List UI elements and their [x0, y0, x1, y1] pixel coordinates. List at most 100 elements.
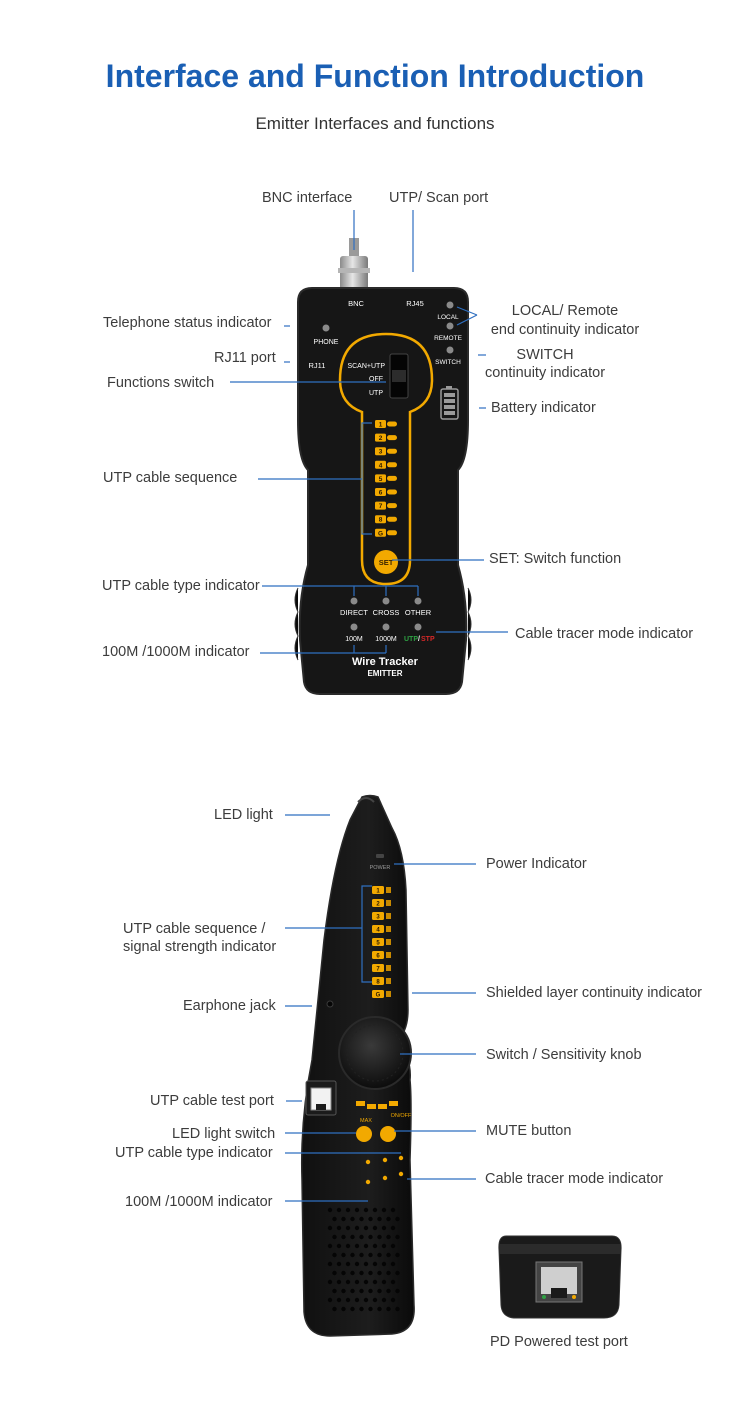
label-switch-1: SWITCH: [516, 347, 574, 363]
label-pd-port: PD Powered test port: [490, 1334, 628, 1350]
bnc-text: BNC: [348, 299, 364, 308]
receiver-pin-1: 1: [372, 886, 391, 895]
utp-test-port[interactable]: [305, 1080, 337, 1116]
switch-text: SWITCH: [435, 359, 461, 366]
emitter-pin-6: 6: [375, 488, 397, 497]
label-speed: 100M /1000M indicator: [125, 1194, 273, 1210]
1000m-led: [382, 623, 390, 631]
sensitivity-scale: [356, 1101, 398, 1109]
label-tracer: Cable tracer mode indicator: [485, 1171, 664, 1187]
led-switch-button[interactable]: [356, 1126, 372, 1142]
pd-rj45-port[interactable]: [535, 1261, 583, 1303]
emitter-pin-label: 8: [379, 517, 383, 524]
pd-powered-tester: [498, 1235, 622, 1319]
emitter-pin-label: 2: [379, 435, 383, 442]
max-text: MAX: [360, 1118, 372, 1124]
label-led-switch: LED light switch: [172, 1126, 276, 1142]
label-rj11-port: RJ11 port: [214, 350, 276, 366]
other-text: OTHER: [405, 608, 432, 617]
emitter-leader-lines: [230, 210, 508, 654]
label-utp-sequence: UTP cable sequence: [103, 470, 238, 486]
svg-text:/: /: [418, 636, 420, 643]
scan-utp-text: SCAN+UTP: [347, 363, 385, 370]
direct-led: [350, 597, 358, 605]
label-local-remote-1: LOCAL/ Remote: [511, 303, 619, 319]
label-battery-indicator: Battery indicator: [491, 400, 596, 416]
set-button[interactable]: [374, 550, 398, 574]
receiver-pin-2: 2: [372, 899, 391, 908]
sensitivity-knob[interactable]: [338, 1016, 412, 1090]
receiver-pin-label: G: [376, 993, 381, 999]
emitter-pin-5: 5: [375, 474, 397, 483]
power-text: POWER: [370, 865, 391, 871]
emitter-pin-label: 1: [379, 422, 383, 429]
battery-icon: [440, 386, 459, 420]
emitter-pin-label: 5: [379, 476, 383, 483]
100m-text: 100M: [345, 636, 363, 643]
receiver-pin-label: 4: [376, 928, 380, 934]
other-led: [414, 597, 422, 605]
emitter-pin-1: 1: [375, 420, 397, 429]
receiver-pin-8: 8: [372, 977, 391, 986]
phone-led: [322, 324, 330, 332]
label-bnc-interface: BNC interface: [262, 190, 353, 206]
receiver-pin-label: 1: [376, 889, 380, 895]
receiver-leader-lines: [285, 814, 476, 1202]
earphone-jack[interactable]: [326, 1000, 334, 1008]
receiver-pin-7: 7: [372, 964, 391, 973]
label-speed-indicator: 100M /1000M indicator: [102, 644, 250, 660]
label-knob: Switch / Sensitivity knob: [486, 1047, 642, 1063]
page-title: Interface and Function Introduction: [105, 58, 645, 94]
direct-text: DIRECT: [340, 608, 368, 617]
label-power-indicator: Power Indicator: [486, 856, 587, 872]
receiver-pin-label: 2: [376, 902, 380, 908]
phone-text: PHONE: [314, 339, 339, 346]
remote-led: [446, 322, 454, 330]
receiver-pin-label: 8: [376, 980, 380, 986]
speaker-grille: [327, 1207, 400, 1312]
emitter-pin-label: 3: [379, 449, 383, 456]
emitter-pin-sequence: 1 2 3 4 5 6 7 8G: [375, 420, 397, 537]
model-text: EMITTER: [367, 669, 402, 678]
receiver-pin-4: 4: [372, 925, 391, 934]
receiver-pin-label: 6: [376, 954, 380, 960]
receiver-pin-label: 5: [376, 941, 380, 947]
local-text: LOCAL: [437, 314, 459, 321]
label-cable-type: UTP cable type indicator: [115, 1145, 273, 1161]
utp-text: UTP: [369, 390, 383, 397]
label-earphone: Earphone jack: [183, 998, 276, 1014]
emitter-pin-2: 2: [375, 433, 397, 442]
label-mute: MUTE button: [486, 1123, 572, 1139]
label-led-light: LED light: [214, 807, 273, 823]
utp-mode-text: UTP: [404, 636, 418, 643]
receiver-pin-sequence: 1 2 3 4 5 6 7 8G: [372, 886, 391, 999]
off-text: OFF: [369, 376, 383, 383]
label-telephone-status: Telephone status indicator: [103, 315, 272, 331]
page-subtitle: Emitter Interfaces and functions: [255, 114, 495, 133]
emitter-pin-label: 7: [379, 503, 383, 510]
emitter-pin-label: G: [378, 530, 383, 537]
label-utp-type: UTP cable type indicator: [102, 578, 260, 594]
label-switch-2: continuity indicator: [484, 365, 606, 381]
receiver-device: POWER 1 2 3 4 5 6 7 8G MAX ON/OFF: [300, 794, 415, 1337]
emitter-pin-label: 6: [379, 490, 383, 497]
emitter-pin-8: 8: [375, 515, 397, 524]
label-test-port: UTP cable test port: [150, 1093, 274, 1109]
on-off-text: ON/OFF: [391, 1113, 412, 1119]
receiver-pin-5: 5: [372, 938, 391, 947]
mute-button[interactable]: [380, 1126, 396, 1142]
label-sequence-1: UTP cable sequence /: [123, 921, 266, 937]
rj11-text: RJ11: [309, 361, 326, 370]
1000m-text: 1000M: [375, 636, 397, 643]
utp-stp-led: [414, 623, 422, 631]
emitter-pin-label: 4: [379, 462, 383, 469]
power-led: [376, 854, 384, 858]
label-shielded: Shielded layer continuity indicator: [486, 985, 703, 1001]
receiver-pin-label: 3: [376, 915, 380, 921]
label-sequence-2: signal strength indicator: [123, 939, 277, 955]
receiver-pin-G: G: [372, 990, 391, 999]
rj45-text: RJ45: [406, 299, 424, 308]
emitter-pin-G: G: [375, 528, 397, 537]
receiver-pin-label: 7: [376, 967, 380, 973]
